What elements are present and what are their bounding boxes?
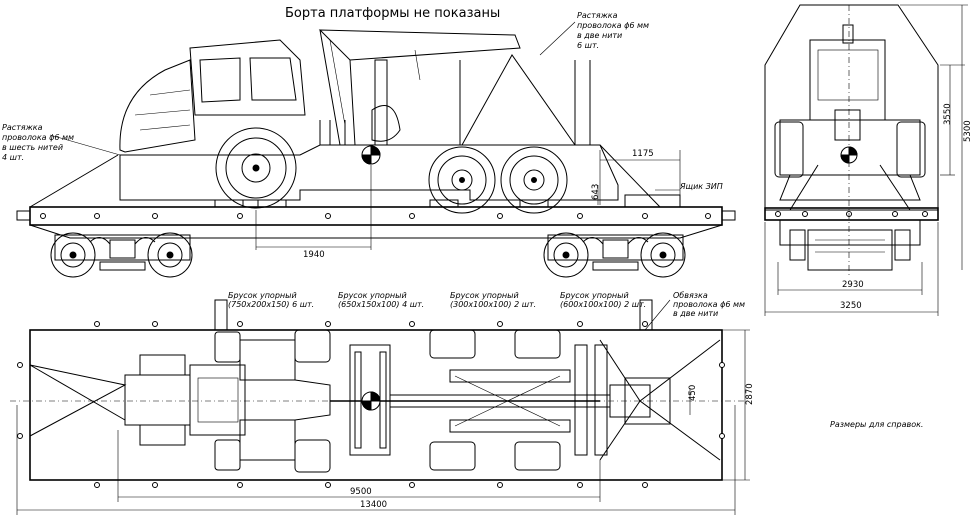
note-brusok-750: Брусок упорный (750x200x150) 6 шт. (228, 291, 314, 309)
svg-text:(300x100x100) 2 шт.: (300x100x100) 2 шт. (450, 300, 536, 309)
platform-plan (29, 329, 723, 481)
svg-text:в две нити: в две нити (673, 309, 718, 318)
note-yashchik-zip: Ящик ЗИП (679, 182, 723, 191)
dim-643: 643 (591, 184, 601, 200)
plan-view: 450 2870 9500 13400 (10, 299, 755, 515)
plan-bolts (17, 321, 725, 488)
dim-1940: 1940 (303, 250, 325, 260)
dim-450: 450 (688, 385, 698, 401)
svg-text:(650x150x100) 4 шт.: (650x150x100) 4 шт. (338, 300, 424, 309)
svg-text:проволока ϕ6 мм: проволока ϕ6 мм (577, 21, 649, 30)
note-brusok-600: Брусок упорный (600x100x100) 2 шт. (560, 291, 646, 309)
skidder-machine-side (29, 29, 681, 214)
note-dimensions-reference: Размеры для справок. (830, 420, 923, 429)
dim-13400: 13400 (360, 500, 387, 510)
svg-text:в шесть нитей: в шесть нитей (2, 143, 63, 152)
dim-3250: 3250 (840, 301, 862, 311)
dim-2930: 2930 (842, 280, 864, 290)
dim-9500: 9500 (350, 487, 372, 497)
dim-3550: 3550 (943, 103, 953, 125)
svg-text:Растяжка: Растяжка (2, 123, 43, 132)
svg-text:в две нити: в две нити (577, 31, 622, 40)
svg-text:Растяжка: Растяжка (577, 11, 618, 20)
bogie-left (50, 232, 193, 278)
note-rastyazhka-top: Растяжка проволока ϕ6 мм в две нити 6 шт… (539, 11, 649, 56)
platform-deck (29, 206, 723, 226)
svg-text:проволока ϕ6 мм: проволока ϕ6 мм (673, 300, 745, 309)
dim-2870: 2870 (745, 383, 755, 405)
platform-frame (29, 224, 723, 239)
svg-text:Брусок упорный: Брусок упорный (338, 291, 407, 300)
end-view: 3550 5300 2930 3250 (764, 4, 972, 316)
svg-text:проволока ϕ6 мм: проволока ϕ6 мм (2, 133, 74, 142)
side-dimensions: 1175 643 1940 (255, 149, 681, 260)
note-brusok-300: Брусок упорный (300x100x100) 2 шт. (450, 291, 536, 309)
drawing-title: Борта платформы не показаны (285, 6, 500, 21)
svg-text:Брусок упорный: Брусок упорный (450, 291, 519, 300)
svg-text:(750x200x150) 6 шт.: (750x200x150) 6 шт. (228, 300, 314, 309)
note-obvyazka: Обвязка проволока ϕ6 мм в две нити (644, 291, 745, 331)
svg-text:(600x100x100) 2 шт.: (600x100x100) 2 шт. (560, 300, 646, 309)
svg-text:Брусок упорный: Брусок упорный (228, 291, 297, 300)
dim-1175: 1175 (632, 149, 654, 159)
svg-text:4 шт.: 4 шт. (2, 153, 24, 162)
note-rastyazhka-left: Растяжка проволока ϕ6 мм в шесть нитей 4… (2, 123, 121, 162)
note-brusok-650: Брусок упорный (650x150x100) 4 шт. (338, 291, 424, 309)
svg-text:6 шт.: 6 шт. (577, 41, 599, 50)
dim-5300: 5300 (963, 120, 972, 142)
svg-text:Брусок упорный: Брусок упорный (560, 291, 629, 300)
bogie-right (543, 232, 686, 278)
svg-text:Обвязка: Обвязка (673, 291, 708, 300)
deck-bolts (40, 213, 711, 219)
side-view: 1175 643 1940 Растяжка проволока ϕ6 мм в… (2, 11, 736, 278)
